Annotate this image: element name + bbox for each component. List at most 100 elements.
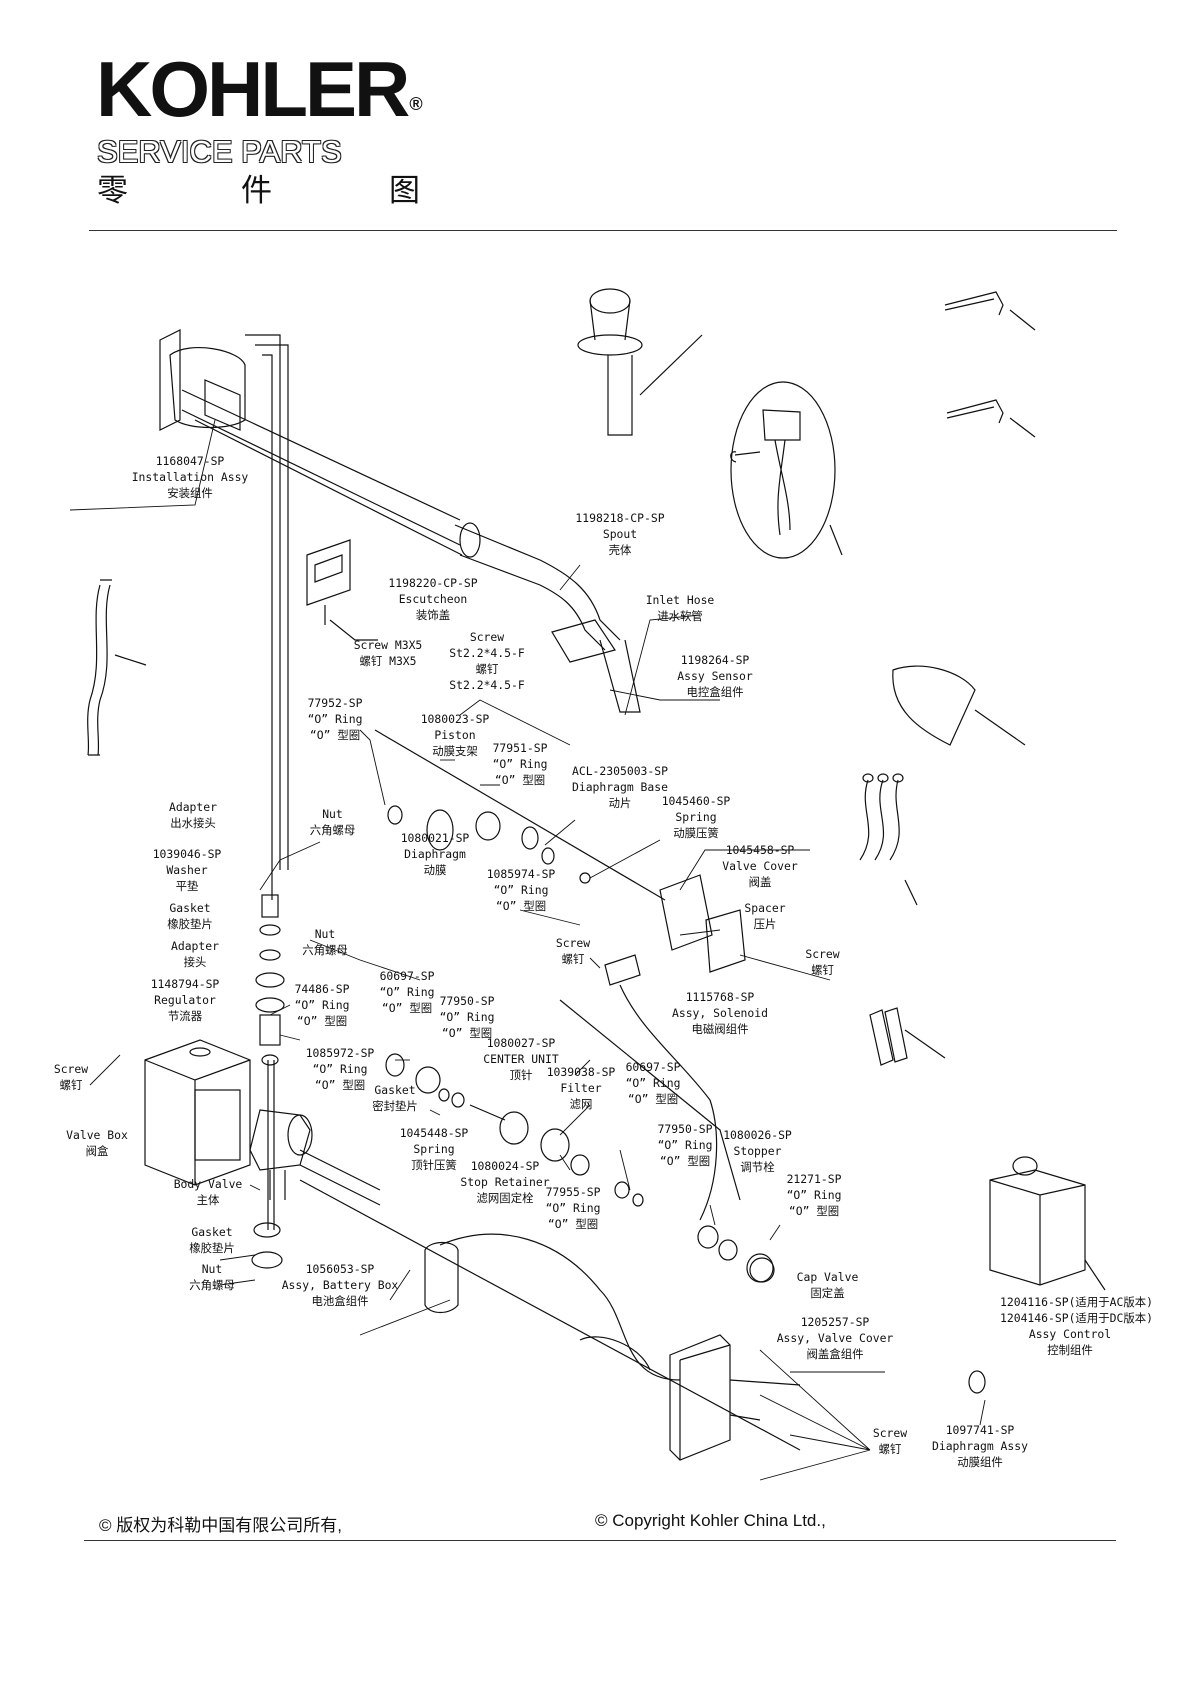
label-line: 密封垫片 xyxy=(372,1099,418,1113)
label-line: “O” Ring xyxy=(294,998,350,1012)
label-oring-60697-a: 60697-SP“O” Ring“O” 型圈 xyxy=(372,968,442,1016)
label-line: Stop Retainer xyxy=(460,1175,550,1189)
label-line: Regulator xyxy=(154,993,216,1007)
label-line: 1097741-SP xyxy=(945,1423,1015,1437)
valve-box-drawing xyxy=(144,1039,251,1186)
label-line: Gasket xyxy=(169,901,211,915)
label-adapter-outlet: Adapter 出水接头 xyxy=(153,799,233,831)
copyright-en: © Copyright Kohler China Ltd., xyxy=(595,1511,826,1530)
label-line: 出水接头 xyxy=(170,816,216,830)
label-oring-1085974: 1085974-SP“O” Ring“O” 型圈 xyxy=(480,866,562,914)
label-line: 1085972-SP xyxy=(305,1046,375,1060)
sensor-detail-drawing xyxy=(730,381,843,559)
label-gasket-1: Gasket 橡胶垫片 xyxy=(155,900,225,932)
label-line: 进水软管 xyxy=(657,609,703,623)
label-line: 调节栓 xyxy=(740,1160,775,1174)
label-line: 1080024-SP xyxy=(470,1159,540,1173)
label-line: “O” Ring xyxy=(625,1076,681,1090)
label-line: Adapter xyxy=(168,800,217,814)
copyright-cn: © 版权为科勒中国有限公司所有, xyxy=(99,1516,342,1535)
label-line: 74486-SP xyxy=(294,982,350,996)
label-line: Screw xyxy=(872,1426,908,1440)
label-line: 21271-SP xyxy=(786,1172,842,1186)
label-oring-77955: 77955-SP“O” Ring“O” 型圈 xyxy=(542,1184,604,1232)
label-line: St2.2*4.5-F xyxy=(449,646,525,660)
label-line: Escutcheon xyxy=(398,592,468,606)
label-line: Adapter xyxy=(170,939,219,953)
label-line: 螺钉 xyxy=(878,1442,902,1456)
label-line: 电池盒组件 xyxy=(311,1294,369,1308)
label-line: 六角螺母 xyxy=(309,823,356,837)
label-line: 1148794-SP xyxy=(150,977,220,991)
drain-drawing xyxy=(577,288,703,436)
label-line: 动膜 xyxy=(423,863,447,877)
label-line: “O” Ring xyxy=(657,1138,713,1152)
label-line: “O” Ring xyxy=(307,712,363,726)
label-line: 77951-SP xyxy=(492,741,548,755)
inlet-hose-drawing xyxy=(87,579,147,756)
label-line: “O” Ring xyxy=(492,757,548,771)
label-line: 77952-SP xyxy=(307,696,363,710)
label-line: 1056053-SP xyxy=(305,1262,375,1276)
label-line: Body Valve xyxy=(173,1177,243,1191)
label-line: 1168047-SP xyxy=(155,454,225,468)
label-oring-77952: 77952-SP“O” Ring“O” 型圈 xyxy=(300,695,370,743)
label-line: 螺钉 xyxy=(811,963,834,977)
label-line: Stopper xyxy=(733,1144,782,1158)
label-line: Diaphragm Base xyxy=(571,780,668,794)
label-line: Inlet Hose xyxy=(645,593,715,607)
label-line: Cap Valve xyxy=(796,1270,859,1284)
label-line: 橡胶垫片 xyxy=(189,1241,235,1255)
cables-drawing xyxy=(859,773,918,906)
label-line: St2.2*4.5-F xyxy=(449,678,525,692)
label-line: 1080027-SP xyxy=(486,1036,556,1050)
chinese-title-char: 件 xyxy=(241,173,272,209)
label-line: “O” 型圈 xyxy=(494,773,546,787)
label-line: Spring xyxy=(413,1142,455,1156)
valve-cover-box-drawing xyxy=(669,1334,801,1461)
label-line: 60697-SP xyxy=(625,1060,681,1074)
label-line: 77950-SP xyxy=(657,1122,713,1136)
label-line: Valve Cover xyxy=(722,859,798,873)
label-line: 压片 xyxy=(753,917,777,931)
label-line: 平垫 xyxy=(175,879,199,893)
label-screw-cover: Screw 螺钉 xyxy=(870,1425,910,1457)
label-line: “O” Ring xyxy=(545,1201,601,1215)
label-oring-1085972: 1085972-SP“O” Ring“O” 型圈 xyxy=(300,1045,380,1093)
lens-drawing xyxy=(892,665,1026,746)
label-oring-74486: 74486-SP“O” Ring“O” 型圈 xyxy=(287,981,357,1029)
label-line: 1198220-CP-SP xyxy=(388,576,478,590)
label-line: “O” 型圈 xyxy=(495,899,547,913)
label-line: “O” 型圈 xyxy=(547,1217,599,1231)
label-oring-60697-b: 60697-SP“O” Ring“O” 型圈 xyxy=(620,1059,686,1107)
label-line: 阀盒 xyxy=(85,1144,109,1158)
label-line: 1085974-SP xyxy=(486,867,556,881)
label-line: “O” Ring xyxy=(312,1062,368,1076)
label-line: Diaphragm Assy xyxy=(931,1439,1028,1453)
label-line: 橡胶垫片 xyxy=(167,917,213,931)
label-line: Nut xyxy=(322,807,343,821)
label-line: Filter xyxy=(560,1081,602,1095)
battery-box-drawing xyxy=(424,1233,681,1381)
label-line: 固定盖 xyxy=(810,1286,845,1300)
label-line: 装饰盖 xyxy=(415,608,451,622)
label-line: 壳体 xyxy=(608,543,632,557)
label-line: 60697-SP xyxy=(379,969,435,983)
label-line: “O” Ring xyxy=(379,985,435,999)
label-line: “O” 型圈 xyxy=(441,1026,493,1040)
label-line: 控制组件 xyxy=(1047,1343,1093,1357)
label-inlet-hose: Inlet Hose 进水软管 xyxy=(620,592,740,624)
